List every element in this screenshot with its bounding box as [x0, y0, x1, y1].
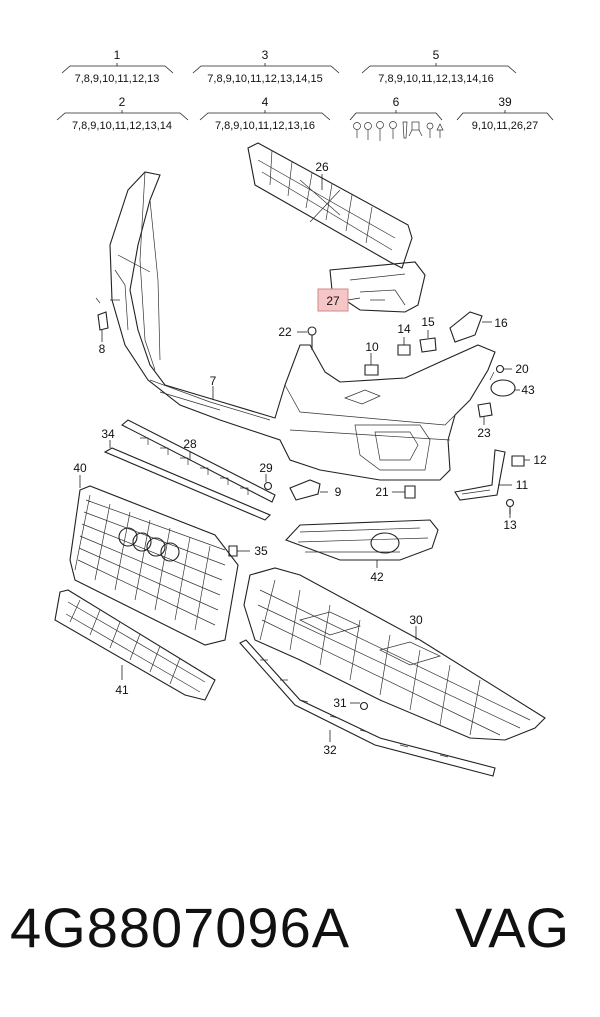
callout-28: 28 — [183, 437, 197, 451]
part-42-fog-grille: 42 — [285, 519, 439, 584]
part-12-clip: 12 — [511, 453, 547, 467]
part-21-clip: 21 — [375, 485, 416, 499]
callout-12: 12 — [533, 453, 547, 467]
part-20-screw: 20 — [489, 362, 529, 381]
callout-20: 20 — [515, 362, 529, 376]
group-number: 4 — [262, 95, 269, 109]
part-40-grille: 40 — [69, 461, 239, 646]
part-group-1: 1 7,8,9,10,11,12,13 — [61, 48, 174, 85]
callout-16: 16 — [494, 316, 508, 330]
part-32-lip: 32 — [239, 639, 496, 777]
group-number: 3 — [262, 48, 269, 62]
group-bracket — [456, 110, 554, 121]
part-7-bumper: 7 — [109, 171, 496, 481]
group-number: 2 — [119, 95, 126, 109]
part-group-3: 3 7,8,9,10,11,12,13,14,15 — [192, 48, 340, 85]
group-bracket — [192, 63, 340, 74]
part-11-bracket: 11 — [454, 449, 529, 501]
group-bracket — [199, 110, 331, 121]
part-group-2: 2 7,8,9,10,11,12,13,14 — [56, 95, 189, 132]
group-list: 7,8,9,10,11,12,13 — [75, 73, 160, 85]
callout-23: 23 — [477, 426, 491, 440]
callout-11: 11 — [516, 478, 529, 492]
part-8-clip: 8 — [95, 297, 109, 356]
part-31-screw: 31 — [333, 696, 369, 711]
group-number: 39 — [498, 95, 512, 109]
part-23-clip: 23 — [477, 402, 493, 440]
callout-13: 13 — [503, 518, 517, 532]
callout-43: 43 — [521, 383, 535, 397]
callout-31: 31 — [333, 696, 347, 710]
part-30-underbody: 30 — [243, 567, 546, 741]
callout-32: 32 — [323, 743, 337, 757]
part-group-6: 6 — [349, 95, 444, 141]
callout-34: 34 — [101, 427, 115, 441]
part-group-5: 5 7,8,9,10,11,12,13,14,16 — [361, 48, 517, 85]
part-34-strip: 34 — [101, 427, 271, 521]
callout-41: 41 — [115, 683, 129, 697]
part-26-carrier: 26 — [247, 142, 413, 269]
group-list: 7,8,9,10,11,12,13,14,15 — [207, 73, 322, 85]
part-group-39: 39 9,10,11,26,27 — [456, 95, 554, 132]
group-number: 5 — [433, 48, 440, 62]
part-22-screw: 22 — [278, 325, 317, 350]
callout-35: 35 — [254, 544, 268, 558]
group-number: 1 — [114, 48, 121, 62]
part-43-cover: 43 — [490, 379, 535, 397]
part-10-clip: 10 — [364, 340, 379, 376]
part-29-screw: 29 — [259, 461, 273, 491]
callout-10: 10 — [365, 340, 379, 354]
callout-14: 14 — [397, 322, 411, 336]
callout-21: 21 — [375, 485, 389, 499]
group-list: 7,8,9,10,11,12,13,14 — [72, 120, 172, 132]
part-15-clip: 15 — [419, 315, 437, 353]
part-41-lower-grille: 41 — [54, 589, 216, 701]
callout-42: 42 — [370, 570, 384, 584]
group-bracket — [56, 110, 189, 121]
group-list: 7,8,9,10,11,12,13,16 — [215, 120, 315, 132]
group-bracket — [361, 63, 517, 74]
callout-27: 27 — [326, 294, 340, 308]
group-list: 9,10,11,26,27 — [472, 120, 538, 132]
part-35-clip: 35 — [228, 544, 268, 558]
part-14-clip: 14 — [397, 322, 411, 356]
part-28-strip: 28 — [121, 419, 276, 503]
callout-40: 40 — [73, 461, 87, 475]
fastener-icons — [353, 121, 444, 141]
callout-30: 30 — [409, 613, 423, 627]
group-bracket — [349, 110, 443, 121]
brand-label: VAG — [455, 896, 570, 959]
group-number: 6 — [393, 95, 400, 109]
part-27-bracket: 27 — [317, 261, 426, 313]
part-number: 4G8807096A — [10, 896, 351, 959]
callout-26: 26 — [315, 160, 329, 174]
callout-8: 8 — [99, 342, 106, 356]
part-13-screw: 13 — [503, 498, 517, 532]
part-16-cover: 16 — [449, 311, 508, 343]
part-group-4: 4 7,8,9,10,11,12,13,16 — [199, 95, 331, 132]
callout-15: 15 — [421, 315, 435, 329]
callout-29: 29 — [259, 461, 273, 475]
part-9-cover: 9 — [289, 479, 342, 501]
group-list: 7,8,9,10,11,12,13,14,16 — [378, 73, 493, 85]
group-bracket — [61, 63, 174, 74]
callout-22: 22 — [278, 325, 292, 339]
callout-7: 7 — [210, 374, 217, 388]
callout-9: 9 — [335, 485, 342, 499]
